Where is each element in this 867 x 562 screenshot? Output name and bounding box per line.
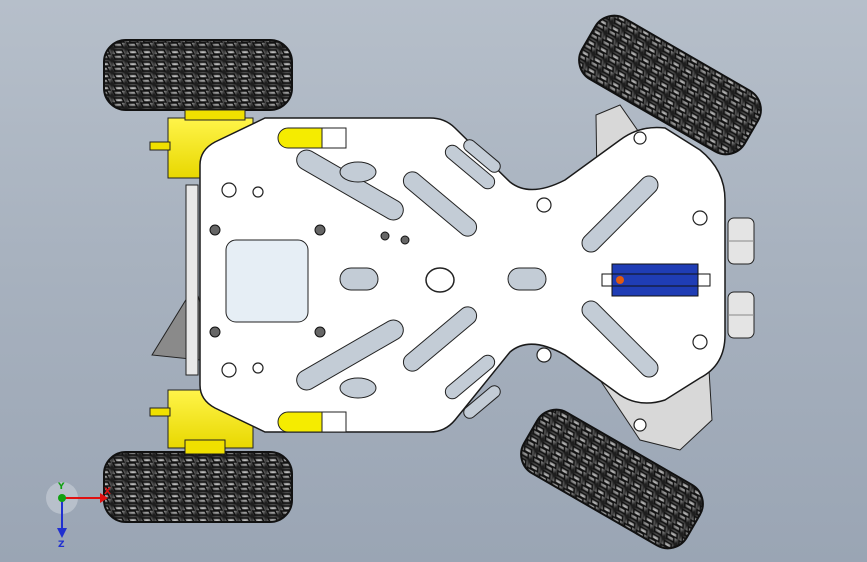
ultrasonic-sensor-icon [727, 217, 755, 339]
wheel-icon [103, 39, 293, 111]
battery-window [225, 239, 309, 323]
chassis-plate [199, 117, 726, 433]
servo-icon [601, 263, 711, 297]
rear-support-bar [185, 184, 199, 376]
x-axis-label: X [104, 487, 111, 497]
wheel-icon [520, 408, 704, 550]
center-hole [425, 267, 455, 293]
wheel-icon [103, 451, 293, 523]
orientation-triad: X Y Z [46, 482, 111, 550]
z-axis-label: Z [58, 540, 65, 550]
wheel-icon [578, 14, 762, 156]
y-axis-label: Y [57, 482, 65, 492]
